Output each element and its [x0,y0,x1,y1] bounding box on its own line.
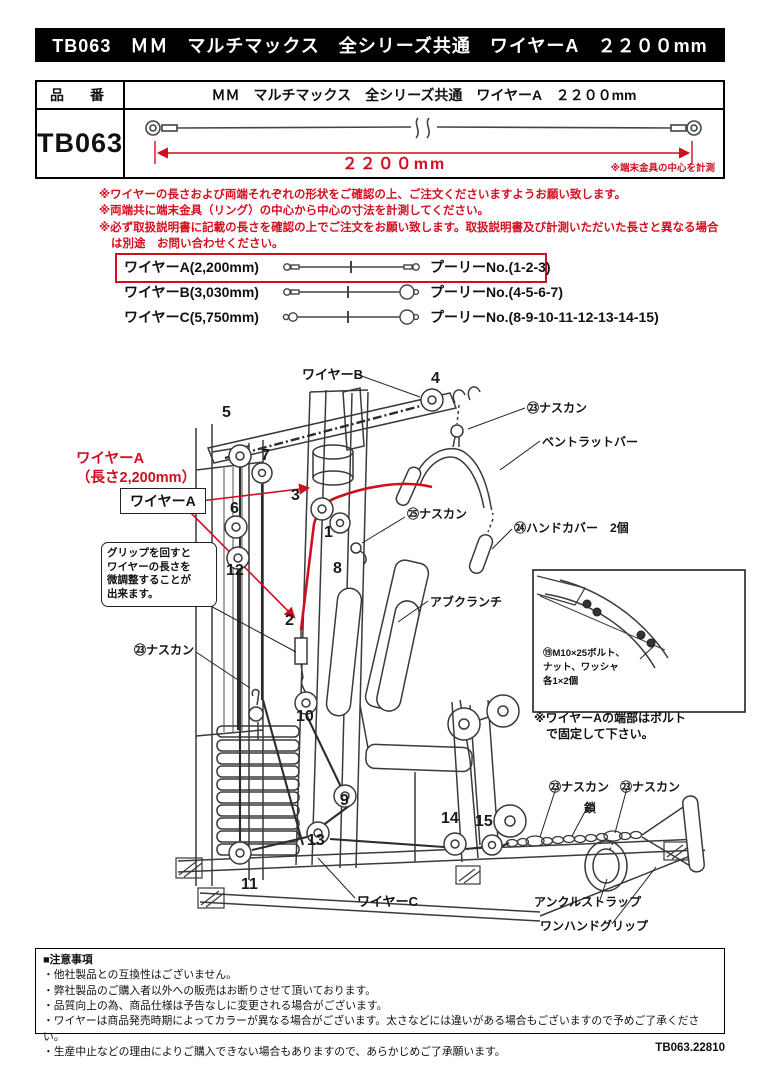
warning-line: ※ワイヤーの長さおよび両端それぞれの形状をご確認の上、ご注文くださいますようお願… [99,189,627,201]
caution-item: ・弊社製品のご購入者以外への販売はお断りさせて頂いております。 [43,984,376,997]
bent-lat-bar-drawing [395,386,494,574]
wire-c-name: ワイヤーC(5,750mm) [124,309,259,325]
weight-stack [216,688,300,856]
ankle-strap-label: アンクルストラップ [534,895,642,909]
part-number-3: 3 [291,487,300,504]
wire-a-length-note: ワイヤーA （長さ2,200mm） [76,451,197,486]
measure-note: ※端末金具の中心を計測 [610,163,715,174]
dimension-label: ２２００mm [341,156,447,173]
nasukan-label-center: ㉕ナスカン [407,507,468,521]
wire-a-pulleys: プーリーNo.(1-2-3) [430,259,551,275]
warning-notes: ※ワイヤーの長さおよび両端それぞれの形状をご確認の上、ご注文くださいますようお願… [99,187,727,252]
part-number-6: 6 [230,500,239,517]
nasukan-label-chain-1: ㉓ナスカン [549,780,610,794]
wire-c-icon [282,309,420,325]
chain-label: 鎖 [584,801,597,815]
part-number-14: 14 [441,810,459,827]
frame-lines [175,386,706,922]
hand-cover-label: ㉔ハンドカバー 2個 [514,521,629,535]
part-number-15: 15 [475,813,493,830]
wire-a-end-note: ※ワイヤーAの端部はボルト で固定して下さい。 [534,711,686,742]
part-number-10: 10 [296,708,314,725]
part-number-8: 8 [333,560,342,577]
wire-a-name: ワイヤーA(2,200mm) [124,259,259,275]
wire-a-boxed-label: ワイヤーA [120,488,206,514]
pulleys [224,388,503,865]
spec-table: 品 番 ＭＭ マルチマックス 全シリーズ共通 ワイヤーA ２２００mm TB06… [35,80,725,179]
part-number-4: 4 [431,370,440,387]
grip-adjust-note: グリップを回すと ワイヤーの長さを 微調整することが 出来ます。 [101,542,217,607]
wire-row-c: ワイヤーC(5,750mm) プーリーNo.(8-9-10-11-12-13-1… [124,304,684,329]
wire-b-icon [283,284,420,300]
caution-title: ■注意事項 [43,954,93,966]
page-title: TB063 ＭＭ マルチマックス 全シリーズ共通 ワイヤーA ２２００mm [35,28,725,62]
wire-b-label: ワイヤーB [302,367,363,382]
leader-lines [195,373,657,925]
caution-item: ・ワイヤーは商品発売時期によってカラーが異なる場合がございます。太さなどには違い… [43,1015,700,1043]
wire-drawing [145,117,702,164]
caution-notes-box: ■注意事項 ・他社製品との互換性はございません。 ・弊社製品のご購入者以外への販… [35,948,725,1058]
wire-a-highlight-box [115,253,547,283]
part-number-13: 13 [307,832,325,849]
assembly-diagram: ワイヤーA （長さ2,200mm） ワイヤーA グリップを回すと ワイヤーの長さ… [0,350,760,950]
wire-b-pulleys: プーリーNo.(4-5-6-7) [430,284,564,300]
wire-row-a: ワイヤーA(2,200mm) プーリーNo.(1-2-3) [115,253,684,283]
part-number-1: 1 [324,524,333,541]
part-number-11: 11 [241,876,258,893]
part-number-header: 品 番 [37,82,125,110]
part-number: TB063 [37,110,125,177]
document-code: TB063.22810 [655,1042,725,1054]
part-number-7: 7 [261,447,270,464]
part-number-2: 2 [285,612,294,629]
caution-item: ・生産中止などの理由によりご購入できない場合もありますので、あらかじめご了承願い… [43,1045,506,1058]
part-number-9: 9 [340,792,349,809]
wire-variant-list: ワイヤーA(2,200mm) プーリーNo.(1-2-3) ワイヤーB(3,03… [115,253,684,329]
wire-row-b: ワイヤーB(3,030mm) プーリーNo.(4-5-6-7) [124,279,684,304]
nasukan-label-left: ㉓ナスカン [134,643,195,657]
part-number-12: 12 [226,562,244,579]
product-title: ＭＭ マルチマックス 全シリーズ共通 ワイヤーA ２２００mm [125,82,723,110]
bolt-spec-note: ⑲M10×25ボルト、 ナット、ワッシャ 各1×2個 [543,648,625,687]
wire-b-name: ワイヤーB(3,030mm) [124,284,259,300]
part-number-5: 5 [222,404,231,421]
nasukan-label-top: ㉓ナスカン [527,401,588,415]
caution-item: ・他社製品との互換性はございません。 [43,969,237,982]
ab-crunch-label: アブクランチ [430,595,503,609]
warning-line: ※必ず取扱説明書に記載の長さを確認の上でご注文をお願い致します。取扱説明書及び計… [99,221,719,250]
wire-c-pulleys: プーリーNo.(8-9-10-11-12-13-14-15) [430,309,659,325]
wire-c-label: ワイヤーC [357,894,418,909]
nasukan-label-chain-2: ㉓ナスカン [620,780,681,794]
one-hand-grip-label: ワンハンドグリップ [540,919,649,933]
chain-drawing [505,830,643,848]
bent-lat-bar-label: ベントラットバー [542,435,639,449]
warning-line: ※両端共に端末金具（リング）の中心から中心の寸法を計測してください。 [99,205,489,218]
cable-lines [224,398,510,852]
wire-drawing-cell: ２２００mm ※端末金具の中心を計測 [125,110,723,177]
wire-a-icon [283,261,420,273]
machine-line-art [175,373,746,925]
bolt-detail-inset [532,569,746,713]
caution-item: ・品質向上の為、商品仕様は予告なしに変更される場合がございます。 [43,999,388,1012]
